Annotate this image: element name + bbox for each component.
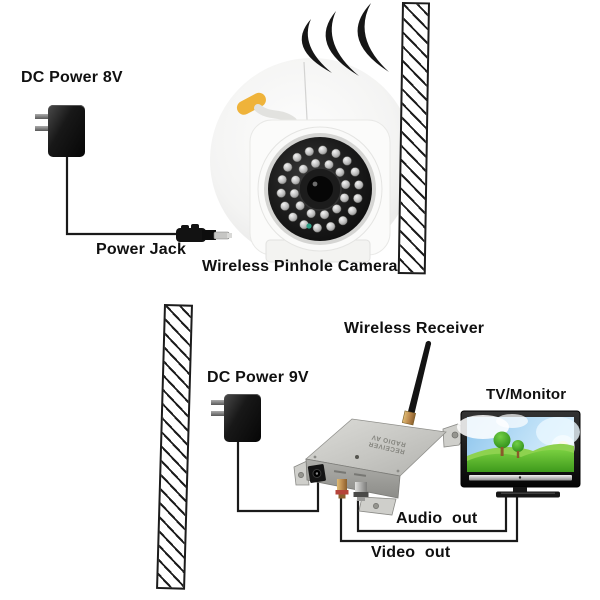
ir-led [288,212,298,222]
wifi-signal-icon [301,3,389,76]
wall-top [397,2,430,275]
receiver-led [355,455,359,459]
ir-led [295,201,305,211]
ir-led [347,206,357,216]
screw [313,455,317,459]
camera-cable-white [254,104,297,125]
tv-monitor-device [457,410,581,498]
screw [396,469,400,473]
plug-prong [35,114,48,119]
ir-led [339,193,350,203]
camera-ir-leds [276,145,364,233]
ir-led [298,164,308,174]
ir-led [277,174,287,185]
ir-led [331,148,341,159]
video-out-label: Video out [371,544,451,561]
ir-led [289,188,300,199]
ir-led [338,215,348,226]
tv-stand [496,487,560,498]
ir-led [353,193,363,204]
wireless-pinhole-camera-label: Wireless Pinhole Camera [202,258,398,275]
ir-led [324,159,334,170]
tv-monitor-label: TV/Monitor [486,386,567,403]
ir-led [350,167,360,177]
antenna-base [401,410,417,426]
jack-label-print [353,473,367,477]
ir-led [340,179,351,190]
wireless-receiver-label: Wireless Receiver [344,320,485,337]
tv-logo [518,476,522,479]
ir-led [332,204,342,214]
receiver-antenna [405,342,431,424]
flange-hole [373,503,379,509]
ir-led [319,209,330,220]
power-wire-9v [236,442,320,513]
jack-label-print [333,470,347,474]
tree [493,431,511,449]
dc-power-9v-label: DC Power 9V [207,369,309,386]
plug-prong [211,400,224,405]
camera-status-led [306,223,312,229]
wireless-receiver-device: RADIO AV RECEIVER [293,340,465,516]
receiver-front-face [305,458,401,499]
ir-led [312,223,322,233]
camera-cable [236,92,266,115]
ir-led [306,208,316,219]
lens-glint [312,181,318,187]
antenna-tip [425,340,432,347]
ir-led [318,145,328,155]
video-out-wire [339,496,519,543]
receiver-rca-audio [353,482,369,501]
power-jack-plug [176,224,232,242]
wires [65,157,519,543]
ir-led [280,201,290,211]
receiver-dc-jack [307,464,326,483]
ir-led [276,188,286,198]
tv-screen [457,414,580,472]
ir-led [304,146,314,157]
ir-led [326,221,336,232]
power-jack-label: Power Jack [96,241,187,258]
wireless-pinhole-camera [210,58,414,263]
audio-out-label: Audio out [396,510,478,527]
ir-led [290,175,301,185]
ir-led [283,162,293,172]
ir-led [335,167,345,177]
ir-led [354,180,364,190]
plug-prong [211,411,224,416]
power-adapter-9v [211,394,261,442]
dc-power-8v-label: DC Power 8V [21,69,123,86]
camera-lens [307,176,333,202]
audio-out-wire [356,496,508,533]
flange-hole [298,472,304,478]
ir-led [310,158,321,169]
power-adapter-8v [35,105,85,157]
flange-hole [451,431,459,439]
receiver-rca-video [335,479,349,499]
ir-led [342,156,352,166]
ir-led [292,152,302,163]
power-wire-8v [65,157,176,236]
plug-prong [35,126,48,131]
tree [512,440,524,452]
